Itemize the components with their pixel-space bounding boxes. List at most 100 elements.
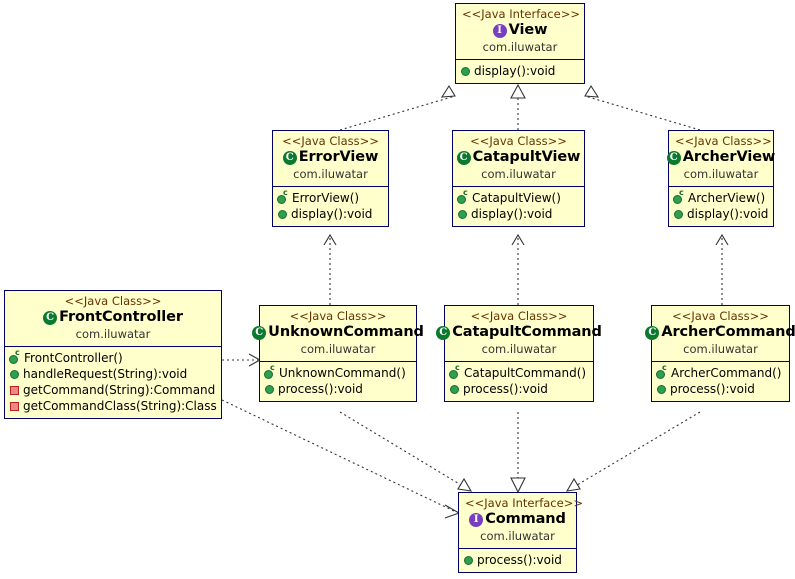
class-box-frontcontroller[interactable]: <<Java Class>> C FrontController com.ilu…: [4, 290, 222, 419]
class-header: <<Java Class>> C ArcherView com.iluwatar: [666, 131, 775, 187]
class-header: <<Java Interface>> I View com.iluwatar: [456, 4, 584, 60]
class-box-command[interactable]: <<Java Interface>> I Command com.iluwata…: [458, 492, 583, 573]
class-icon: C: [645, 325, 660, 340]
stereotype-label: <<Java Class>>: [672, 309, 769, 323]
member-list: c ArcherCommand() process():void: [652, 362, 789, 401]
stereotype-label: <<Java Class>>: [282, 134, 379, 148]
member-row[interactable]: process():void: [656, 381, 785, 397]
member-row[interactable]: display():void: [457, 206, 580, 222]
class-box-view[interactable]: <<Java Interface>> I View com.iluwatar d…: [455, 3, 585, 84]
package-label: com.iluwatar: [683, 167, 759, 181]
class-icon: C: [436, 325, 451, 340]
edge-frontcontroller-to-command: [221, 399, 461, 519]
public-method-icon: [464, 555, 473, 565]
package-label: com.iluwatar: [480, 529, 555, 543]
member-row[interactable]: c FrontController(): [9, 349, 217, 366]
member-label: handleRequest(String):void: [23, 367, 188, 381]
member-row[interactable]: c ErrorView(): [277, 189, 384, 206]
edge-archercommand-to-archerview: [715, 233, 729, 305]
member-row[interactable]: process():void: [449, 381, 589, 397]
member-label: display():void: [687, 207, 769, 221]
member-row[interactable]: handleRequest(String):void: [9, 366, 217, 382]
member-list: c CatapultCommand() process():void: [445, 362, 593, 401]
stereotype-label: <<Java Class>>: [289, 309, 387, 323]
member-label: getCommandClass(String):Class: [23, 399, 217, 413]
member-label: getCommand(String):Command: [23, 383, 216, 397]
edge-catapultcommand-to-command: [510, 412, 526, 494]
class-name: ErrorView: [298, 149, 379, 165]
class-box-archercommand[interactable]: <<Java Class>> C ArcherCommand com.iluwa…: [645, 305, 795, 402]
class-name: CatapultCommand: [452, 324, 602, 340]
edge-catapultview-to-view: [510, 83, 526, 130]
class-header: <<Java Class>> C CatapultView com.iluwat…: [453, 131, 584, 187]
member-row[interactable]: c UnknownCommand(): [264, 364, 412, 381]
member-row[interactable]: display():void: [460, 63, 580, 79]
member-row[interactable]: getCommandClass(String):Class: [9, 398, 217, 414]
class-name: ArcherCommand: [661, 324, 795, 340]
constructor-icon: c: [457, 189, 470, 205]
member-list: c ArcherView() display():void: [669, 187, 773, 226]
member-label: display():void: [471, 207, 553, 221]
private-method-icon: [10, 401, 19, 411]
member-list: c FrontController() handleRequest(String…: [5, 347, 221, 418]
class-title-row: C FrontController: [11, 309, 215, 326]
member-row[interactable]: c ArcherCommand(): [656, 364, 785, 381]
member-row[interactable]: process():void: [264, 381, 412, 397]
member-label: display():void: [291, 207, 373, 221]
class-header: <<Java Class>> C ArcherCommand com.iluwa…: [645, 306, 795, 362]
interface-icon: I: [469, 512, 484, 527]
class-header: <<Java Class>> C CatapultCommand com.ilu…: [436, 306, 602, 362]
stereotype-label: <<Java Interface>>: [465, 496, 583, 510]
stereotype-label: <<Java Interface>>: [462, 7, 580, 21]
class-name: Command: [485, 511, 566, 527]
class-box-unknowncommand[interactable]: <<Java Class>> C UnknownCommand com.iluw…: [252, 305, 424, 402]
package-label: com.iluwatar: [683, 342, 758, 356]
member-row[interactable]: c ArcherView(): [673, 189, 769, 206]
edge-catapultcommand-to-catapultview: [511, 233, 525, 305]
constructor-icon: c: [9, 349, 22, 365]
public-method-icon: [10, 369, 19, 379]
member-list: c ErrorView() display():void: [273, 187, 388, 226]
class-name: FrontController: [59, 309, 183, 325]
member-label: UnknownCommand(): [279, 366, 406, 380]
member-list: display():void: [456, 60, 584, 83]
member-label: ArcherCommand(): [671, 366, 782, 380]
class-name: CatapultView: [472, 149, 581, 165]
class-title-row: C CatapultCommand: [436, 324, 602, 341]
interface-icon: I: [492, 23, 507, 38]
edge-archercommand-to-command: [565, 411, 701, 492]
class-box-catapultcommand[interactable]: <<Java Class>> C CatapultCommand com.ilu…: [436, 305, 602, 402]
package-label: com.iluwatar: [482, 40, 558, 54]
edge-errorview-to-view: [339, 84, 456, 131]
member-row[interactable]: process():void: [463, 552, 572, 568]
member-row[interactable]: getCommand(String):Command: [9, 382, 217, 398]
member-row[interactable]: c CatapultCommand(): [449, 364, 589, 381]
member-label: process():void: [670, 382, 755, 396]
public-method-icon: [265, 384, 274, 394]
class-box-catapultview[interactable]: <<Java Class>> C CatapultView com.iluwat…: [452, 130, 585, 227]
public-method-icon: [278, 209, 287, 219]
edge-archerview-to-view: [584, 84, 701, 131]
package-label: com.iluwatar: [481, 342, 557, 356]
member-row[interactable]: c CatapultView(): [457, 189, 580, 206]
member-label: CatapultView(): [472, 191, 561, 205]
class-icon: C: [282, 150, 297, 165]
member-label: process():void: [278, 382, 363, 396]
class-box-errorview[interactable]: <<Java Class>> C ErrorView com.iluwatar …: [272, 130, 389, 227]
public-method-icon: [657, 384, 666, 394]
class-title-row: C CatapultView: [456, 149, 581, 166]
class-box-archerview[interactable]: <<Java Class>> C ArcherView com.iluwatar…: [666, 130, 775, 227]
member-row[interactable]: display():void: [277, 206, 384, 222]
edge-frontcontroller-to-unknowncommand: [222, 353, 262, 367]
class-icon: C: [456, 150, 471, 165]
public-method-icon: [450, 384, 459, 394]
constructor-icon: c: [277, 189, 290, 205]
package-label: com.iluwatar: [75, 327, 151, 341]
member-label: process():void: [477, 553, 562, 567]
member-row[interactable]: display():void: [673, 206, 769, 222]
member-label: ArcherView(): [688, 191, 766, 205]
class-header: <<Java Class>> C FrontController com.ilu…: [5, 291, 221, 347]
member-label: ErrorView(): [292, 191, 360, 205]
class-title-row: C ArcherCommand: [645, 324, 795, 341]
